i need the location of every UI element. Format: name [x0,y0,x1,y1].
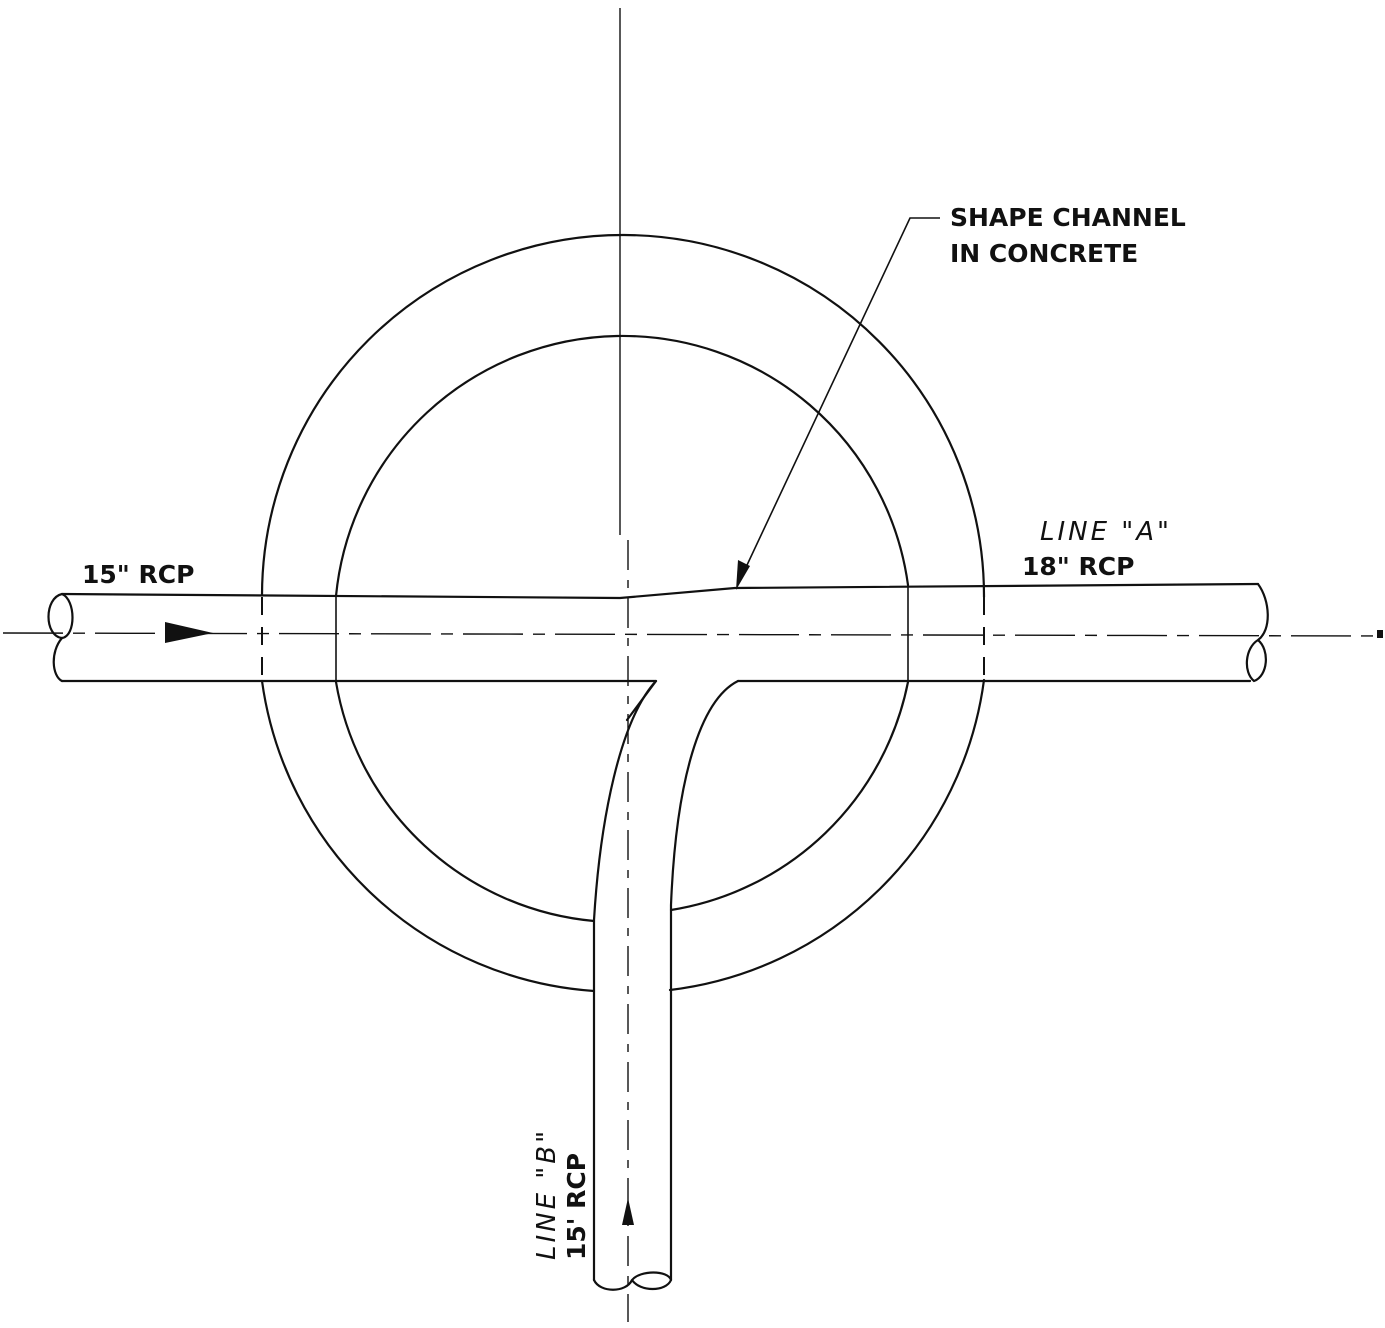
south-pipe-end [592,1271,673,1291]
label-outlet-line-name: LINE "A" [1040,517,1172,547]
branch-outer-curve [669,679,740,1282]
west-pipe-end [47,592,74,683]
manhole-inner-wall-lower [669,680,910,912]
manhole-inner-wall-lower-left [334,680,596,923]
east-pipe-end [1245,582,1269,683]
branch-inner-curve [592,679,658,1282]
note-leader-arrowhead [736,560,750,590]
label-south-line-name: LINE "B" [532,1128,562,1260]
label-inlet-south: 15' RCP [562,1153,591,1260]
centerline-end-mark [1377,630,1383,638]
flow-arrow-west [165,622,213,643]
west-inlet-pipe [60,582,1260,600]
manhole-outer-wall-lower-left [260,679,596,993]
note-line-1: SHAPE CHANNEL [950,203,1186,232]
note-line-2: IN CONCRETE [950,239,1138,268]
manhole-outer-wall-lower [668,678,986,992]
manhole-inner-wall [334,334,910,598]
manhole-outer-wall [260,233,986,599]
note-leader-line [739,217,940,581]
label-inlet-west: 15" RCP [82,560,194,589]
flow-arrow-south [622,1198,634,1225]
label-outlet-east: 18" RCP [1022,552,1134,581]
west-inlet-pipe-bottom [60,679,658,722]
horizontal-centerline [2,632,1381,637]
